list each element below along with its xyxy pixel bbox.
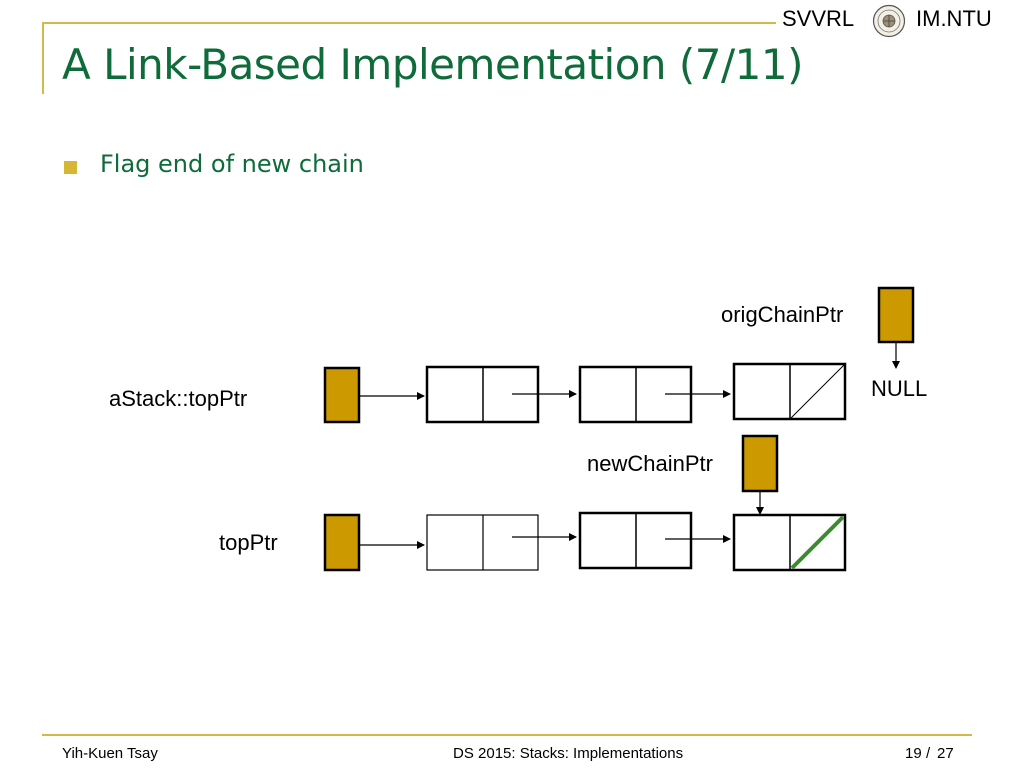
footer-rule: [42, 734, 972, 736]
label-top-ptr: topPtr: [219, 530, 278, 555]
orig-chain-ptr-box: [877, 286, 915, 344]
footer-author: Yih-Kuen Tsay: [62, 745, 158, 762]
footer-course: DS 2015: Stacks: Implementations: [453, 745, 684, 762]
top-ptr-box: [323, 513, 361, 572]
new-node-3-null-slash: [790, 515, 845, 570]
label-astack-top-ptr: aStack::topPtr: [109, 386, 248, 411]
label-null: NULL: [871, 376, 928, 401]
bullet-square-icon: [64, 161, 77, 174]
footer-page-separator: /: [926, 745, 931, 762]
institution-name: IM.NTU: [916, 6, 992, 31]
lab-name: SVVRL: [782, 6, 855, 31]
label-orig-chain-ptr: origChainPtr: [721, 302, 844, 327]
footer-page-total: 27: [937, 745, 954, 762]
footer-page-current: 19: [905, 745, 922, 762]
orig-node-3-null-slash: [790, 364, 845, 419]
astack-top-ptr-box: [323, 366, 361, 424]
label-new-chain-ptr: newChainPtr: [587, 451, 713, 476]
university-seal-icon: [872, 4, 906, 38]
header-rule: [42, 22, 776, 24]
new-chain-ptr-box: [741, 434, 779, 493]
slide-title: A Link-Based Implementation (7/11): [62, 40, 803, 89]
title-left-rule: [42, 22, 44, 94]
bullet-text: Flag end of new chain: [100, 150, 364, 178]
